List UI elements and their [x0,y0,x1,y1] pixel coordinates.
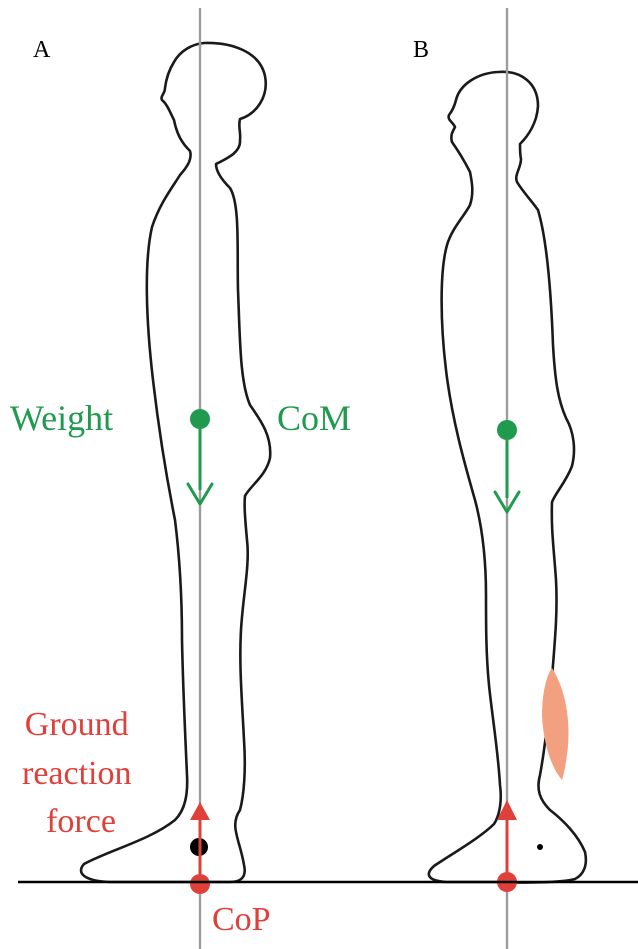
com-marker-a [190,409,210,429]
ankle-joint-b-icon [537,844,543,850]
panel-label-b: B [413,37,429,63]
panel-b: B [413,8,586,949]
cop-marker-a [190,874,210,894]
com-marker-b [497,420,517,440]
panel-a: A Weight CoM Ground reaction force CoP [10,8,351,949]
grf-line-1: Ground [25,706,129,743]
cop-label: CoP [212,901,271,938]
grf-line-3: force [46,803,116,840]
calf-muscle-icon [542,668,568,780]
weight-label: Weight [10,398,113,438]
grf-line-2: reaction [22,755,132,792]
ground-reaction-force-label: Ground reaction force [22,706,140,840]
panel-label-a: A [33,37,51,63]
com-label: CoM [277,398,351,438]
